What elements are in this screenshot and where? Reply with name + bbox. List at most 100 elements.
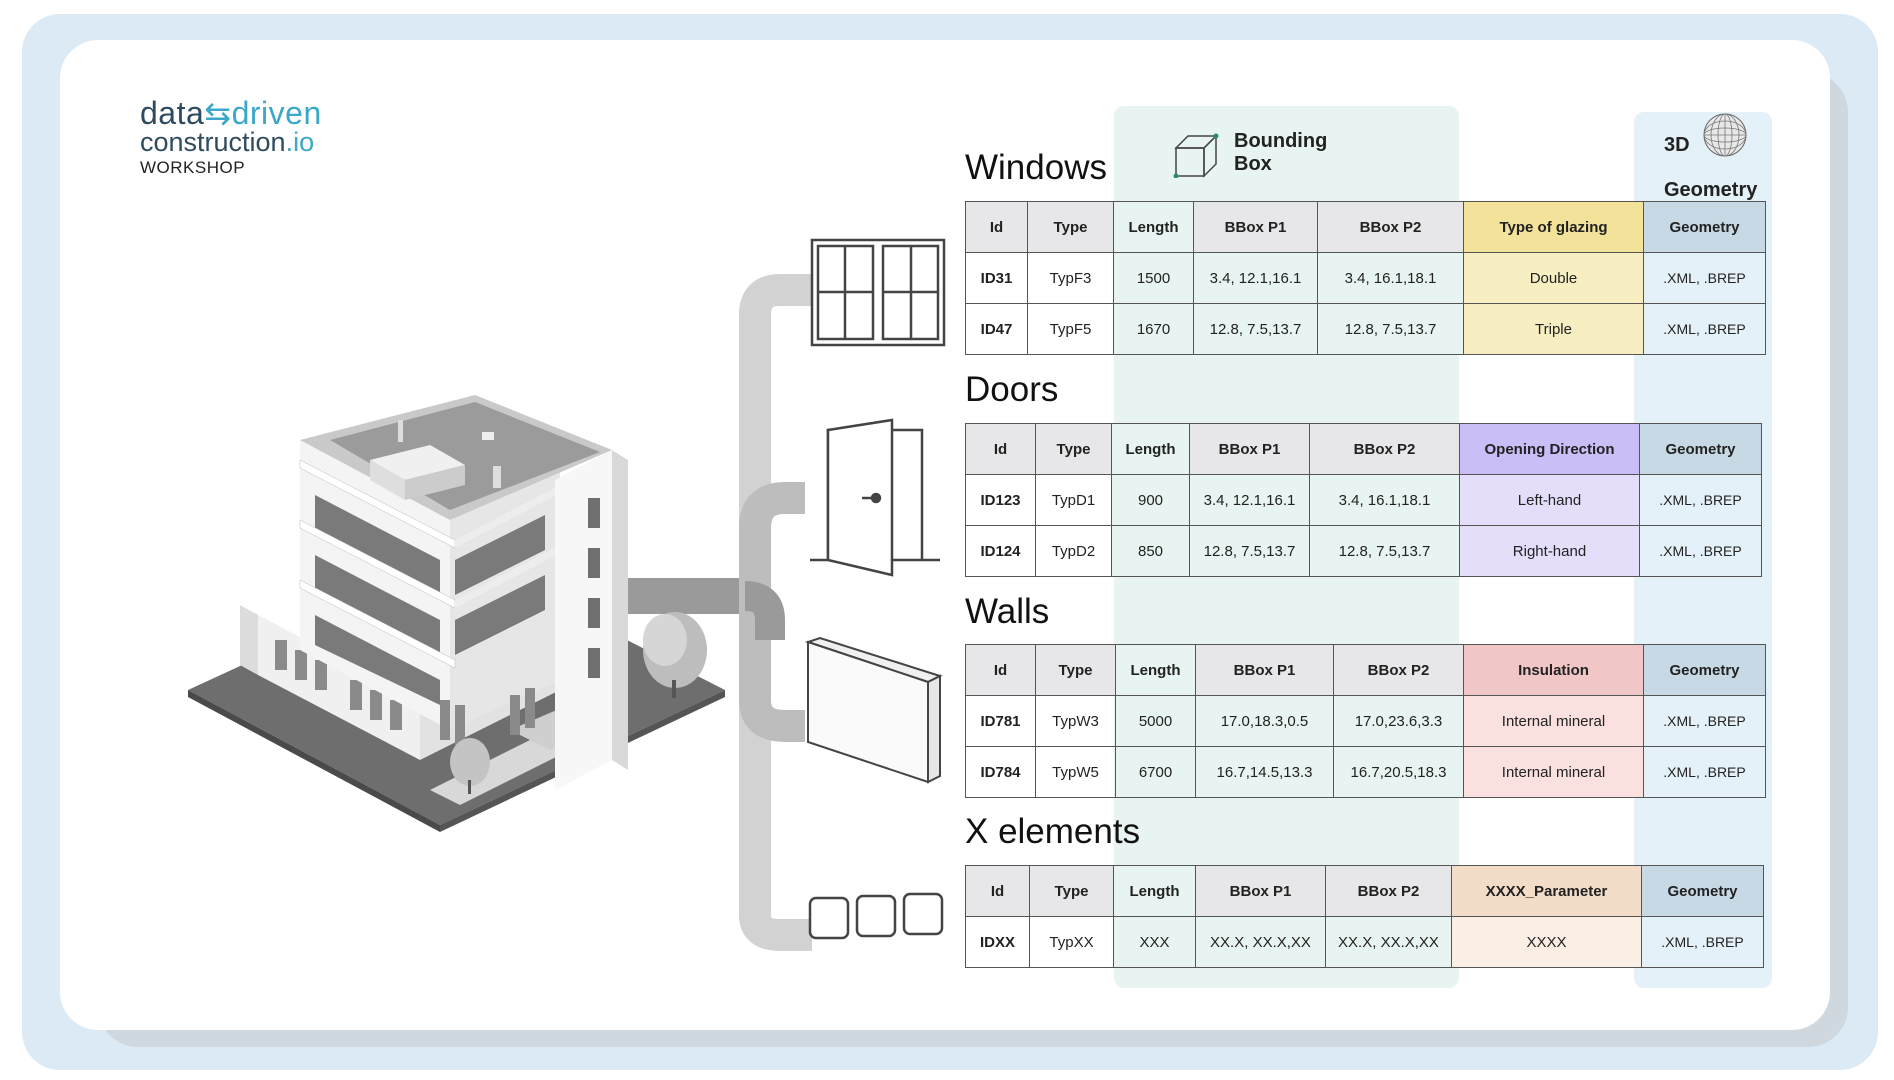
- column-header-glazing: Type of glazing: [1463, 201, 1644, 253]
- geometry-title-line2: Geometry: [1664, 179, 1758, 201]
- cell-id: ID123: [965, 474, 1036, 526]
- cell-geometry: .XML, .BREP: [1643, 746, 1766, 798]
- cell-type: TypF5: [1027, 303, 1114, 355]
- section-title-windows: Windows: [965, 148, 1107, 187]
- cell-geometry: .XML, .BREP: [1639, 525, 1762, 577]
- column-header: BBox P2: [1317, 201, 1464, 253]
- cell-type: TypXX: [1029, 916, 1114, 968]
- cell-id: IDXX: [965, 916, 1030, 968]
- column-header-geometry: Geometry: [1643, 201, 1766, 253]
- wireframe-sphere-icon: [1703, 113, 1747, 157]
- table-row: ID124 TypD2 850 12.8, 7.5,13.7 12.8, 7.5…: [965, 525, 1762, 577]
- bounding-box-header: Bounding Box: [1170, 130, 1327, 178]
- cell-bbox-p1: 3.4, 12.1,16.1: [1189, 474, 1310, 526]
- cell-glazing: Triple: [1463, 303, 1644, 355]
- column-header: Length: [1113, 865, 1196, 917]
- section-title-doors: Doors: [965, 370, 1059, 409]
- column-header: BBox P1: [1195, 644, 1334, 696]
- column-header-insulation: Insulation: [1463, 644, 1644, 696]
- column-header: Length: [1115, 644, 1196, 696]
- section-title-x-elements: X elements: [965, 812, 1141, 851]
- column-header-geometry: Geometry: [1643, 644, 1766, 696]
- cell-insulation: Internal mineral: [1463, 695, 1644, 747]
- cell-length: 5000: [1115, 695, 1196, 747]
- cell-geometry: .XML, .BREP: [1641, 916, 1764, 968]
- cell-bbox-p1: 17.0,18.3,0.5: [1195, 695, 1334, 747]
- door-icon: [810, 418, 940, 577]
- column-header: Id: [965, 644, 1036, 696]
- doors-table: Id Type Length BBox P1 BBox P2 Opening D…: [965, 423, 1762, 577]
- cell-geometry: .XML, .BREP: [1643, 252, 1766, 304]
- building-illustration: [188, 395, 725, 832]
- cell-id: ID784: [965, 746, 1036, 798]
- column-header: Type: [1035, 423, 1112, 475]
- column-header: Length: [1113, 201, 1194, 253]
- cell-type: TypD1: [1035, 474, 1112, 526]
- column-header: Length: [1111, 423, 1190, 475]
- cell-geometry: .XML, .BREP: [1639, 474, 1762, 526]
- table-row: ID123 TypD1 900 3.4, 12.1,16.1 3.4, 16.1…: [965, 474, 1762, 526]
- cell-bbox-p1: 12.8, 7.5,13.7: [1189, 525, 1310, 577]
- cell-id: ID47: [965, 303, 1028, 355]
- logo-text-io: .io: [285, 127, 315, 157]
- table-header-row: Id Type Length BBox P1 BBox P2 Insulatio…: [965, 644, 1766, 696]
- column-header: Id: [965, 865, 1030, 917]
- walls-table: Id Type Length BBox P1 BBox P2 Insulatio…: [965, 644, 1766, 798]
- wall-icon: [804, 636, 943, 784]
- column-header: Type: [1035, 644, 1116, 696]
- column-header: BBox P1: [1189, 423, 1310, 475]
- bounding-box-title-line1: Bounding: [1234, 130, 1328, 152]
- cell-bbox-p2: XX.X, XX.X,XX: [1325, 916, 1452, 968]
- section-title-walls: Walls: [965, 592, 1050, 631]
- cell-length: 900: [1111, 474, 1190, 526]
- cell-geometry: .XML, .BREP: [1643, 695, 1766, 747]
- connector-pipes: [625, 274, 812, 951]
- windows-table: Id Type Length BBox P1 BBox P2 Type of g…: [965, 201, 1766, 355]
- cell-type: TypW5: [1035, 746, 1116, 798]
- table-header-row: Id Type Length BBox P1 BBox P2 Type of g…: [965, 201, 1766, 253]
- table-row: ID781 TypW3 5000 17.0,18.3,0.5 17.0,23.6…: [965, 695, 1766, 747]
- company-logo: data⇆driven construction.io WORKSHOP: [140, 95, 322, 178]
- table-row: IDXX TypXX XXX XX.X, XX.X,XX XX.X, XX.X,…: [965, 916, 1764, 968]
- logo-arrows-icon: ⇆: [204, 95, 232, 131]
- cell-opening: Left-hand: [1459, 474, 1640, 526]
- cell-bbox-p2: 12.8, 7.5,13.7: [1309, 525, 1460, 577]
- geometry-title-line1: 3D: [1664, 134, 1690, 156]
- cell-parameter: XXXX: [1451, 916, 1642, 968]
- logo-text-driven: driven: [231, 95, 322, 131]
- column-header-opening: Opening Direction: [1459, 423, 1640, 475]
- cell-bbox-p2: 17.0,23.6,3.3: [1333, 695, 1464, 747]
- cell-length: XXX: [1113, 916, 1196, 968]
- cell-glazing: Double: [1463, 252, 1644, 304]
- column-header: Id: [965, 423, 1036, 475]
- cell-type: TypF3: [1027, 252, 1114, 304]
- column-header: Id: [965, 201, 1028, 253]
- cell-bbox-p1: 16.7,14.5,13.3: [1195, 746, 1334, 798]
- cell-id: ID31: [965, 252, 1028, 304]
- cell-type: TypD2: [1035, 525, 1112, 577]
- column-header: BBox P2: [1333, 644, 1464, 696]
- geometry-header: 3D Geometry: [1664, 112, 1757, 202]
- column-header: BBox P2: [1309, 423, 1460, 475]
- cell-type: TypW3: [1035, 695, 1116, 747]
- cell-length: 850: [1111, 525, 1190, 577]
- cell-bbox-p1: XX.X, XX.X,XX: [1195, 916, 1326, 968]
- cell-opening: Right-hand: [1459, 525, 1640, 577]
- x-element-icon: [808, 892, 944, 940]
- cell-id: ID781: [965, 695, 1036, 747]
- cell-geometry: .XML, .BREP: [1643, 303, 1766, 355]
- column-header-parameter: XXXX_Parameter: [1451, 865, 1642, 917]
- cell-insulation: Internal mineral: [1463, 746, 1644, 798]
- column-header-geometry: Geometry: [1639, 423, 1762, 475]
- column-header: BBox P1: [1195, 865, 1326, 917]
- cell-length: 1670: [1113, 303, 1194, 355]
- cell-id: ID124: [965, 525, 1036, 577]
- table-row: ID31 TypF3 1500 3.4, 12.1,16.1 3.4, 16.1…: [965, 252, 1766, 304]
- table-row: ID47 TypF5 1670 12.8, 7.5,13.7 12.8, 7.5…: [965, 303, 1766, 355]
- logo-text-data: data: [140, 95, 205, 131]
- cell-bbox-p1: 12.8, 7.5,13.7: [1193, 303, 1318, 355]
- bounding-box-title-line2: Box: [1234, 153, 1272, 175]
- cell-length: 1500: [1113, 252, 1194, 304]
- table-header-row: Id Type Length BBox P1 BBox P2 XXXX_Para…: [965, 865, 1764, 917]
